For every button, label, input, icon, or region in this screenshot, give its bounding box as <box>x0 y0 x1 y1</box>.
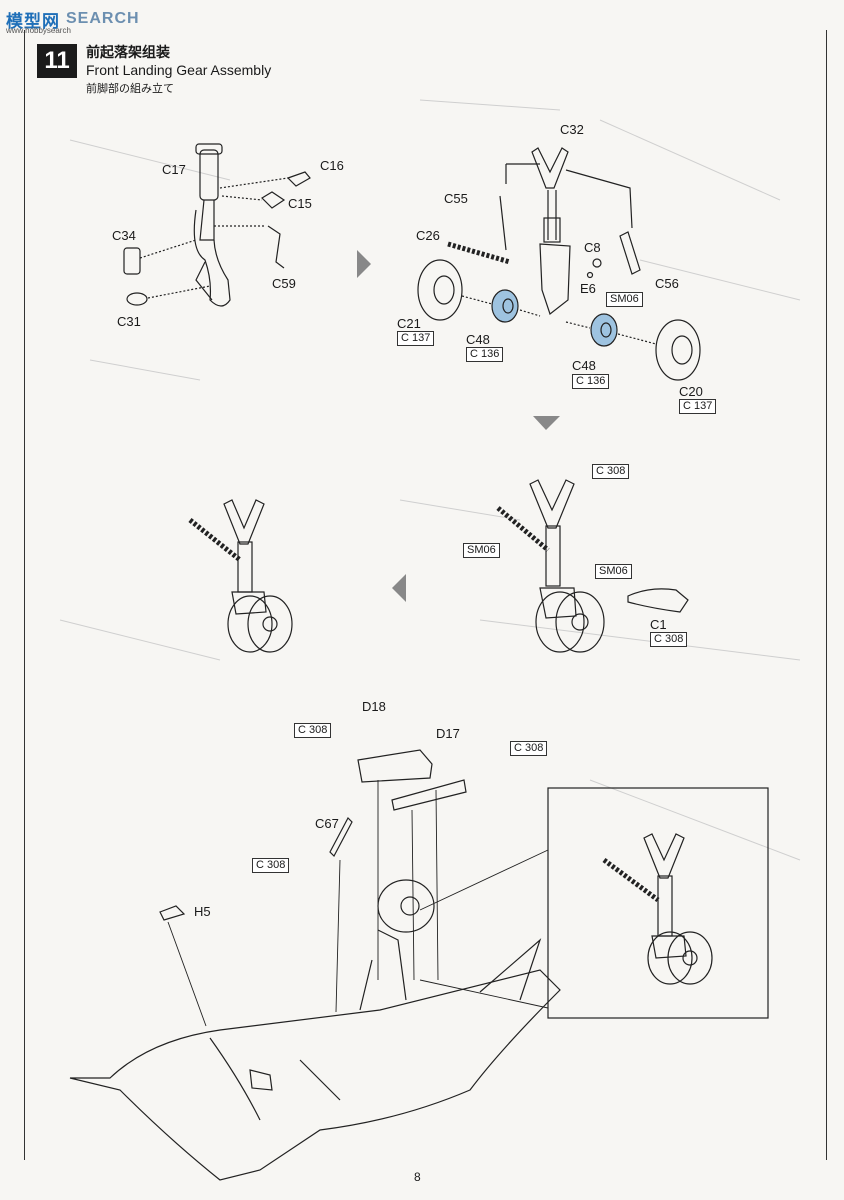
ref-c308-a: C 308 <box>592 464 630 479</box>
strut-exploded-view <box>123 143 311 307</box>
watermark-cn: 模型网 <box>6 11 60 31</box>
part-label-c31: C31 <box>117 314 141 329</box>
part-label-c59: C59 <box>272 276 296 291</box>
right-page-rule <box>826 30 827 1160</box>
part-label-c67: C67 <box>315 816 339 831</box>
ref-c308-b: C 308 <box>650 632 688 647</box>
part-label-c1: C1 <box>650 617 667 632</box>
ref-c136-b: C 136 <box>572 374 610 389</box>
ref-c308-d: C 308 <box>510 741 548 756</box>
part-label-h5: H5 <box>194 904 211 919</box>
part-label-c32: C32 <box>560 122 584 137</box>
ref-sm06-c: SM06 <box>595 564 632 579</box>
part-label-c26: C26 <box>416 228 440 243</box>
part-label-d17: D17 <box>436 726 460 741</box>
part-label-c21: C21 <box>397 316 421 331</box>
ref-c137-b: C 137 <box>679 399 717 414</box>
fuselage-install-view <box>69 749 561 1181</box>
part-label-c15: C15 <box>288 196 312 211</box>
part-label-c17: C17 <box>162 162 186 177</box>
watermark-en: SEARCH <box>66 10 140 27</box>
step-title-cn: 前起落架组装 <box>86 44 170 60</box>
left-arrow-1 <box>392 574 406 602</box>
ghost-bleed-through <box>59 99 801 861</box>
right-arrow-1 <box>357 250 371 278</box>
ref-sm06-b: SM06 <box>463 543 500 558</box>
ref-c308-e: C 308 <box>252 858 290 873</box>
ref-c308-c: C 308 <box>294 723 332 738</box>
part-label-e6: E6 <box>580 281 596 296</box>
detail-inset-frame <box>547 787 769 1019</box>
step-title-jp: 前脚部の組み立て <box>86 83 174 95</box>
part-label-c55: C55 <box>444 191 468 206</box>
part-label-c34: C34 <box>112 228 136 243</box>
gear-assembled-right <box>496 479 689 653</box>
detail-inset-gear <box>602 833 713 985</box>
part-label-c48-a: C48 <box>466 332 490 347</box>
step-title-en: Front Landing Gear Assembly <box>86 62 272 78</box>
strut-with-wheels-exploded <box>417 147 701 381</box>
ref-c137-a: C 137 <box>397 331 435 346</box>
left-page-rule <box>24 30 25 1160</box>
site-watermark: 模型网 SEARCH <box>6 4 140 34</box>
page-number: 8 <box>414 1170 421 1184</box>
down-arrow-1 <box>533 416 560 430</box>
part-label-c16: C16 <box>320 158 344 173</box>
gear-assembled-left <box>188 499 293 653</box>
step-number-badge: 11 <box>37 44 77 78</box>
part-label-c56: C56 <box>655 276 679 291</box>
part-label-d18: D18 <box>362 699 386 714</box>
ref-c136-a: C 136 <box>466 347 504 362</box>
part-label-c48-b: C48 <box>572 358 596 373</box>
part-label-c20: C20 <box>679 384 703 399</box>
watermark-sub: www.hobbysearch <box>6 26 71 35</box>
ref-sm06-a: SM06 <box>606 292 643 307</box>
part-label-c8: C8 <box>584 240 601 255</box>
